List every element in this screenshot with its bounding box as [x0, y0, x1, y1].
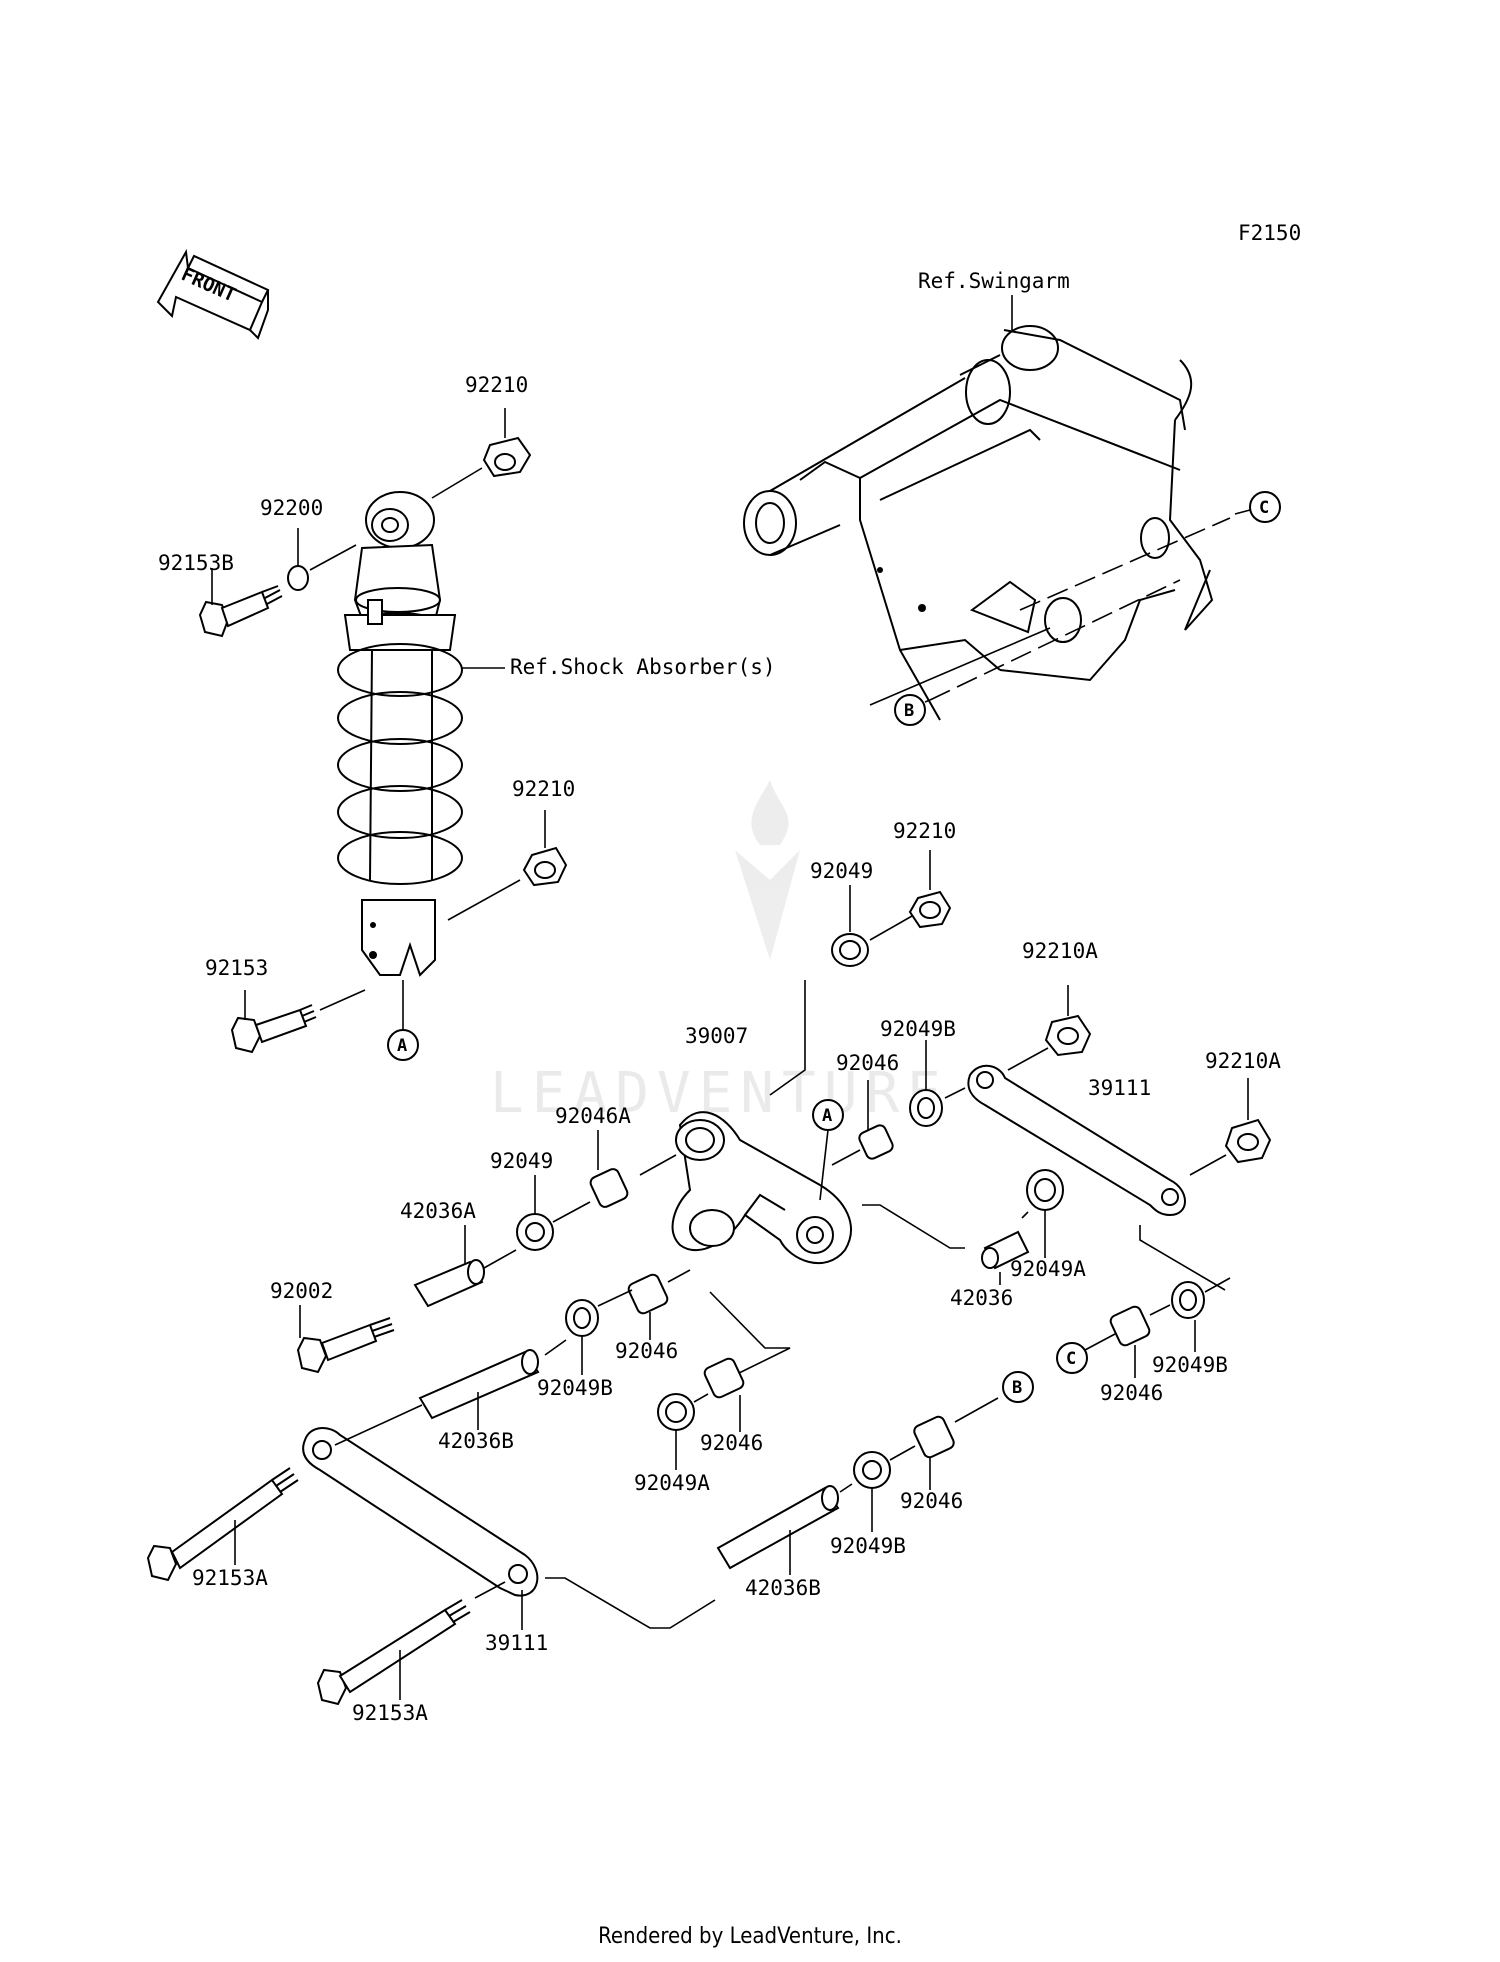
label-92049B-1: 92049B [880, 1017, 956, 1041]
bearing-92046-1 [858, 1124, 894, 1160]
label-92210-mid: 92210 [512, 777, 575, 801]
bolt-92153A-2 [316, 1581, 506, 1706]
front-direction-icon: FRONT [156, 248, 270, 340]
shock-mount-hardware [198, 408, 568, 1054]
label-92210A-2: 92210A [1205, 1049, 1281, 1073]
callout-B-swingarm: B [894, 694, 926, 726]
svg-text:A: A [822, 1106, 832, 1126]
tie-rod-39111-right [967, 1064, 1186, 1217]
label-92046A: 92046A [555, 1104, 631, 1128]
label-92153B: 92153B [158, 551, 234, 575]
label-92210-link: 92210 [893, 819, 956, 843]
svg-text:C: C [1066, 1349, 1076, 1369]
label-39007: 39007 [685, 1024, 748, 1048]
figure-code: F2150 [1238, 221, 1301, 245]
label-39111-left: 39111 [485, 1631, 548, 1655]
tie-rod-39111-left [302, 1427, 539, 1597]
bolt-92153A-1 [146, 1467, 299, 1582]
linkage-hardware [146, 850, 1272, 1706]
label-92049-top: 92049 [810, 859, 873, 883]
svg-text:B: B [904, 701, 914, 721]
bolt-92153 [230, 989, 366, 1054]
shock-spring [337, 643, 463, 885]
label-92049B-4: 92049B [830, 1534, 906, 1558]
label-92002: 92002 [270, 1279, 333, 1303]
label-92046-3: 92046 [1100, 1381, 1163, 1405]
label-42036B-2: 42036B [745, 1576, 821, 1600]
label-92210-top: 92210 [465, 373, 528, 397]
label-92046-1: 92046 [836, 1051, 899, 1075]
svg-text:C: C [1259, 498, 1269, 518]
label-92153: 92153 [205, 956, 268, 980]
label-92049A-1: 92049A [1010, 1257, 1086, 1281]
bearing-92046-2 [627, 1273, 669, 1315]
collar-42036B-2 [716, 1486, 840, 1570]
collar-42036B-1 [418, 1350, 540, 1420]
label-39111-right: 39111 [1088, 1076, 1151, 1100]
ref-swingarm-label: Ref.Swingarm [918, 269, 1070, 293]
rendered-by-footer: Rendered by LeadVenture, Inc. [598, 1924, 902, 1949]
callout-B-link: B [1002, 1371, 1034, 1403]
label-92153A-2: 92153A [352, 1701, 428, 1725]
label-92200: 92200 [260, 496, 323, 520]
callout-C-link: C [1056, 1342, 1088, 1374]
callout-A-shock: A [387, 1029, 419, 1061]
label-42036: 42036 [950, 1286, 1013, 1310]
label-92210A-1: 92210A [1022, 939, 1098, 963]
callout-C-swingarm: C [1249, 491, 1281, 523]
rocker-arm-39007 [671, 1111, 852, 1265]
shock-absorber-drawing: Ref.Shock Absorber(s) [337, 491, 776, 977]
label-92046-4: 92046 [700, 1431, 763, 1455]
label-92046-2: 92046 [615, 1339, 678, 1363]
bolt-92002 [296, 1305, 395, 1374]
collar-42036A [413, 1260, 484, 1308]
label-92049B-3: 92049B [1152, 1353, 1228, 1377]
label-92046-5: 92046 [900, 1489, 963, 1513]
svg-text:A: A [397, 1036, 407, 1056]
bolt-92153B [198, 568, 283, 638]
ref-shock-absorber-label: Ref.Shock Absorber(s) [510, 655, 776, 679]
label-92049-left: 92049 [490, 1149, 553, 1173]
bearing-92046A [589, 1168, 629, 1208]
bearing-92046-3 [703, 1357, 745, 1399]
swingarm-reference-drawing: Ref.Swingarm [743, 269, 1251, 721]
svg-text:B: B [1012, 1378, 1022, 1398]
label-42036A: 42036A [400, 1199, 476, 1223]
part-number-labels: 92210 92200 92153B 92210 92153 92210 920… [158, 373, 1281, 1725]
label-42036B-1: 42036B [438, 1429, 514, 1453]
bearing-92046-4 [1109, 1305, 1151, 1347]
washer-92200 [287, 565, 309, 591]
label-92049A-2: 92049A [634, 1471, 710, 1495]
label-92153A-1: 92153A [192, 1566, 268, 1590]
bearing-92046-5 [913, 1415, 955, 1459]
callout-A-rocker: A [812, 1099, 844, 1201]
label-92049B-2: 92049B [537, 1376, 613, 1400]
